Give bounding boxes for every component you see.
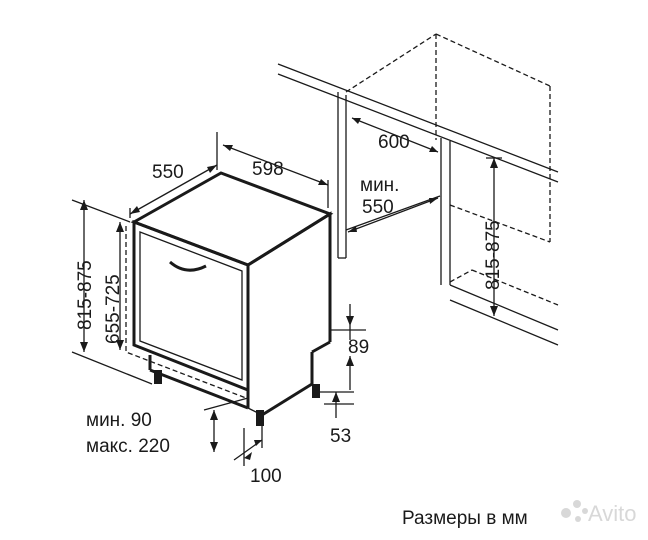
foot-rear-right (312, 384, 320, 398)
niche-width-dimension: 600 (351, 117, 439, 153)
plinth-top-label: 89 (348, 337, 369, 358)
depth-dimension: 550 (129, 132, 218, 218)
door-height-label: 655-725 (103, 274, 124, 344)
depth-label: 550 (152, 162, 184, 183)
plinth-max-label: макс. 220 (86, 436, 170, 457)
foot-front-left (154, 370, 162, 384)
plinth-height-dimension: мин. 90 макс. 220 (86, 397, 249, 457)
foot-front-right (256, 410, 264, 426)
niche-width-label: 600 (378, 132, 410, 153)
units-caption: Размеры в мм (402, 508, 528, 529)
dishwasher-body (125, 171, 334, 426)
total-height-dimension: 815-875 (71, 199, 153, 385)
watermark-text: Avito (588, 501, 637, 526)
plinth-depth-dimension: 100 (233, 426, 282, 487)
door-height-dimension: 655-725 (103, 222, 124, 350)
niche-depth-label-line2: 550 (362, 197, 394, 218)
plinth-top-dimension: 89 (330, 304, 369, 372)
niche-height-label: 815-875 (483, 220, 504, 290)
niche-depth-label-line1: мин. (360, 175, 399, 196)
width-label: 598 (252, 159, 284, 180)
plinth-depth-label: 100 (250, 466, 282, 487)
niche-depth-dimension: мин. 550 (347, 175, 439, 233)
door-handle (169, 260, 207, 272)
total-height-label: 815-875 (75, 260, 96, 330)
width-dimension: 598 (222, 144, 329, 208)
plinth-feet-dimension: 53 (320, 372, 354, 447)
plinth-feet-label: 53 (330, 426, 351, 447)
avito-watermark: Avito (561, 500, 637, 526)
plinth-min-label: мин. 90 (86, 410, 152, 431)
niche-height-dimension: 815-875 (483, 157, 504, 316)
cabinet-niche (277, 33, 559, 346)
